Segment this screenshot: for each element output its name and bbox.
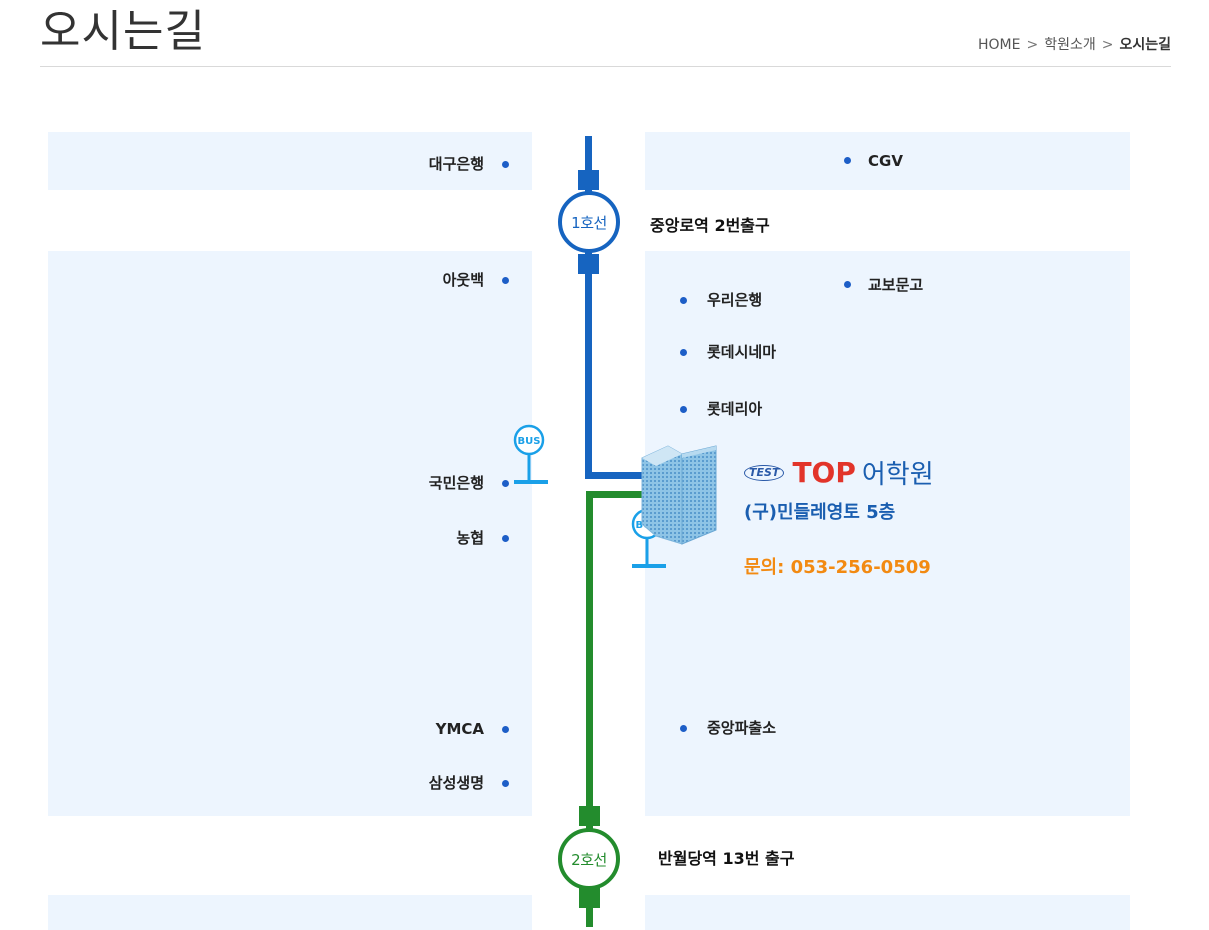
subway-line-1-joint [578,254,599,274]
landmark-woori-bank: 우리은행 [707,291,763,309]
title-divider [40,66,1171,67]
academy-floor: (구)민들레영토 5층 [744,502,896,523]
academy-brand: TEST TOP 어학원 [744,454,934,491]
subway-line-1-joint [578,170,599,190]
landmark-dot [502,480,509,487]
breadcrumb-home[interactable]: HOME [977,37,1021,53]
subway-line-2-joint [579,888,600,908]
subway-line-2 [586,491,593,927]
map-panel-bottom-right [645,895,1130,930]
landmark-samsung-life: 삼성생명 [428,774,484,792]
station-line1-name: 중앙로역 2번출구 [650,216,770,235]
landmark-dot [844,281,851,288]
landmark-nonghyup: 농협 [456,529,484,547]
landmark-dot [680,297,687,304]
landmark-dot [502,535,509,542]
landmark-kyobo-books: 교보문고 [868,276,924,294]
landmark-dot [502,277,509,284]
breadcrumb-separator: > [1101,37,1114,53]
landmark-dot [680,349,687,356]
landmark-dot [502,726,509,733]
map-panel-top-right [645,132,1130,190]
subway-line-2-joint [579,806,600,826]
page-title: 오시는길 [40,6,206,57]
breadcrumb-current: 오시는길 [1119,37,1171,53]
landmark-outback: 아웃백 [442,271,484,289]
subway-line-2-branch [586,491,643,498]
station-line2-badge: 2호선 [558,828,620,890]
academy-name: 어학원 [861,460,934,490]
landmark-dot [680,725,687,732]
bus-stop-icon: BUS [513,424,548,484]
landmark-dot [502,161,509,168]
landmark-daegu-bank: 대구은행 [428,155,484,173]
landmark-dot [502,780,509,787]
landmark-dot [844,157,851,164]
station-line2-name: 반월당역 13번 출구 [658,849,795,868]
landmark-lotte-cinema: 롯데시네마 [707,343,777,361]
subway-line-1 [585,136,592,472]
map-panel-bottom-left [48,895,532,930]
landmark-cgv: CGV [868,152,903,170]
station-line1-badge: 1호선 [558,191,620,253]
landmark-ymca: YMCA [435,720,484,738]
breadcrumb: HOME > 학원소개 > 오시는길 [978,36,1171,54]
building-icon [641,445,717,545]
subway-line-1-branch [585,472,643,479]
breadcrumb-separator: > [1026,37,1039,53]
test-logo: TEST [744,464,785,481]
map-panel-top-left [48,132,532,190]
landmark-lotteria: 롯데리아 [707,400,763,418]
map-panel-mid-left [48,251,532,816]
landmark-kookmin-bank: 국민은행 [428,474,484,492]
academy-brand-top: TOP [792,456,856,489]
breadcrumb-section[interactable]: 학원소개 [1044,37,1096,53]
academy-contact-phone: 문의: 053-256-0509 [744,557,931,578]
landmark-police-box: 중앙파출소 [707,719,777,737]
map-panel-mid-right [645,251,1130,816]
landmark-dot [680,406,687,413]
bus-stop-label: BUS [518,436,541,447]
